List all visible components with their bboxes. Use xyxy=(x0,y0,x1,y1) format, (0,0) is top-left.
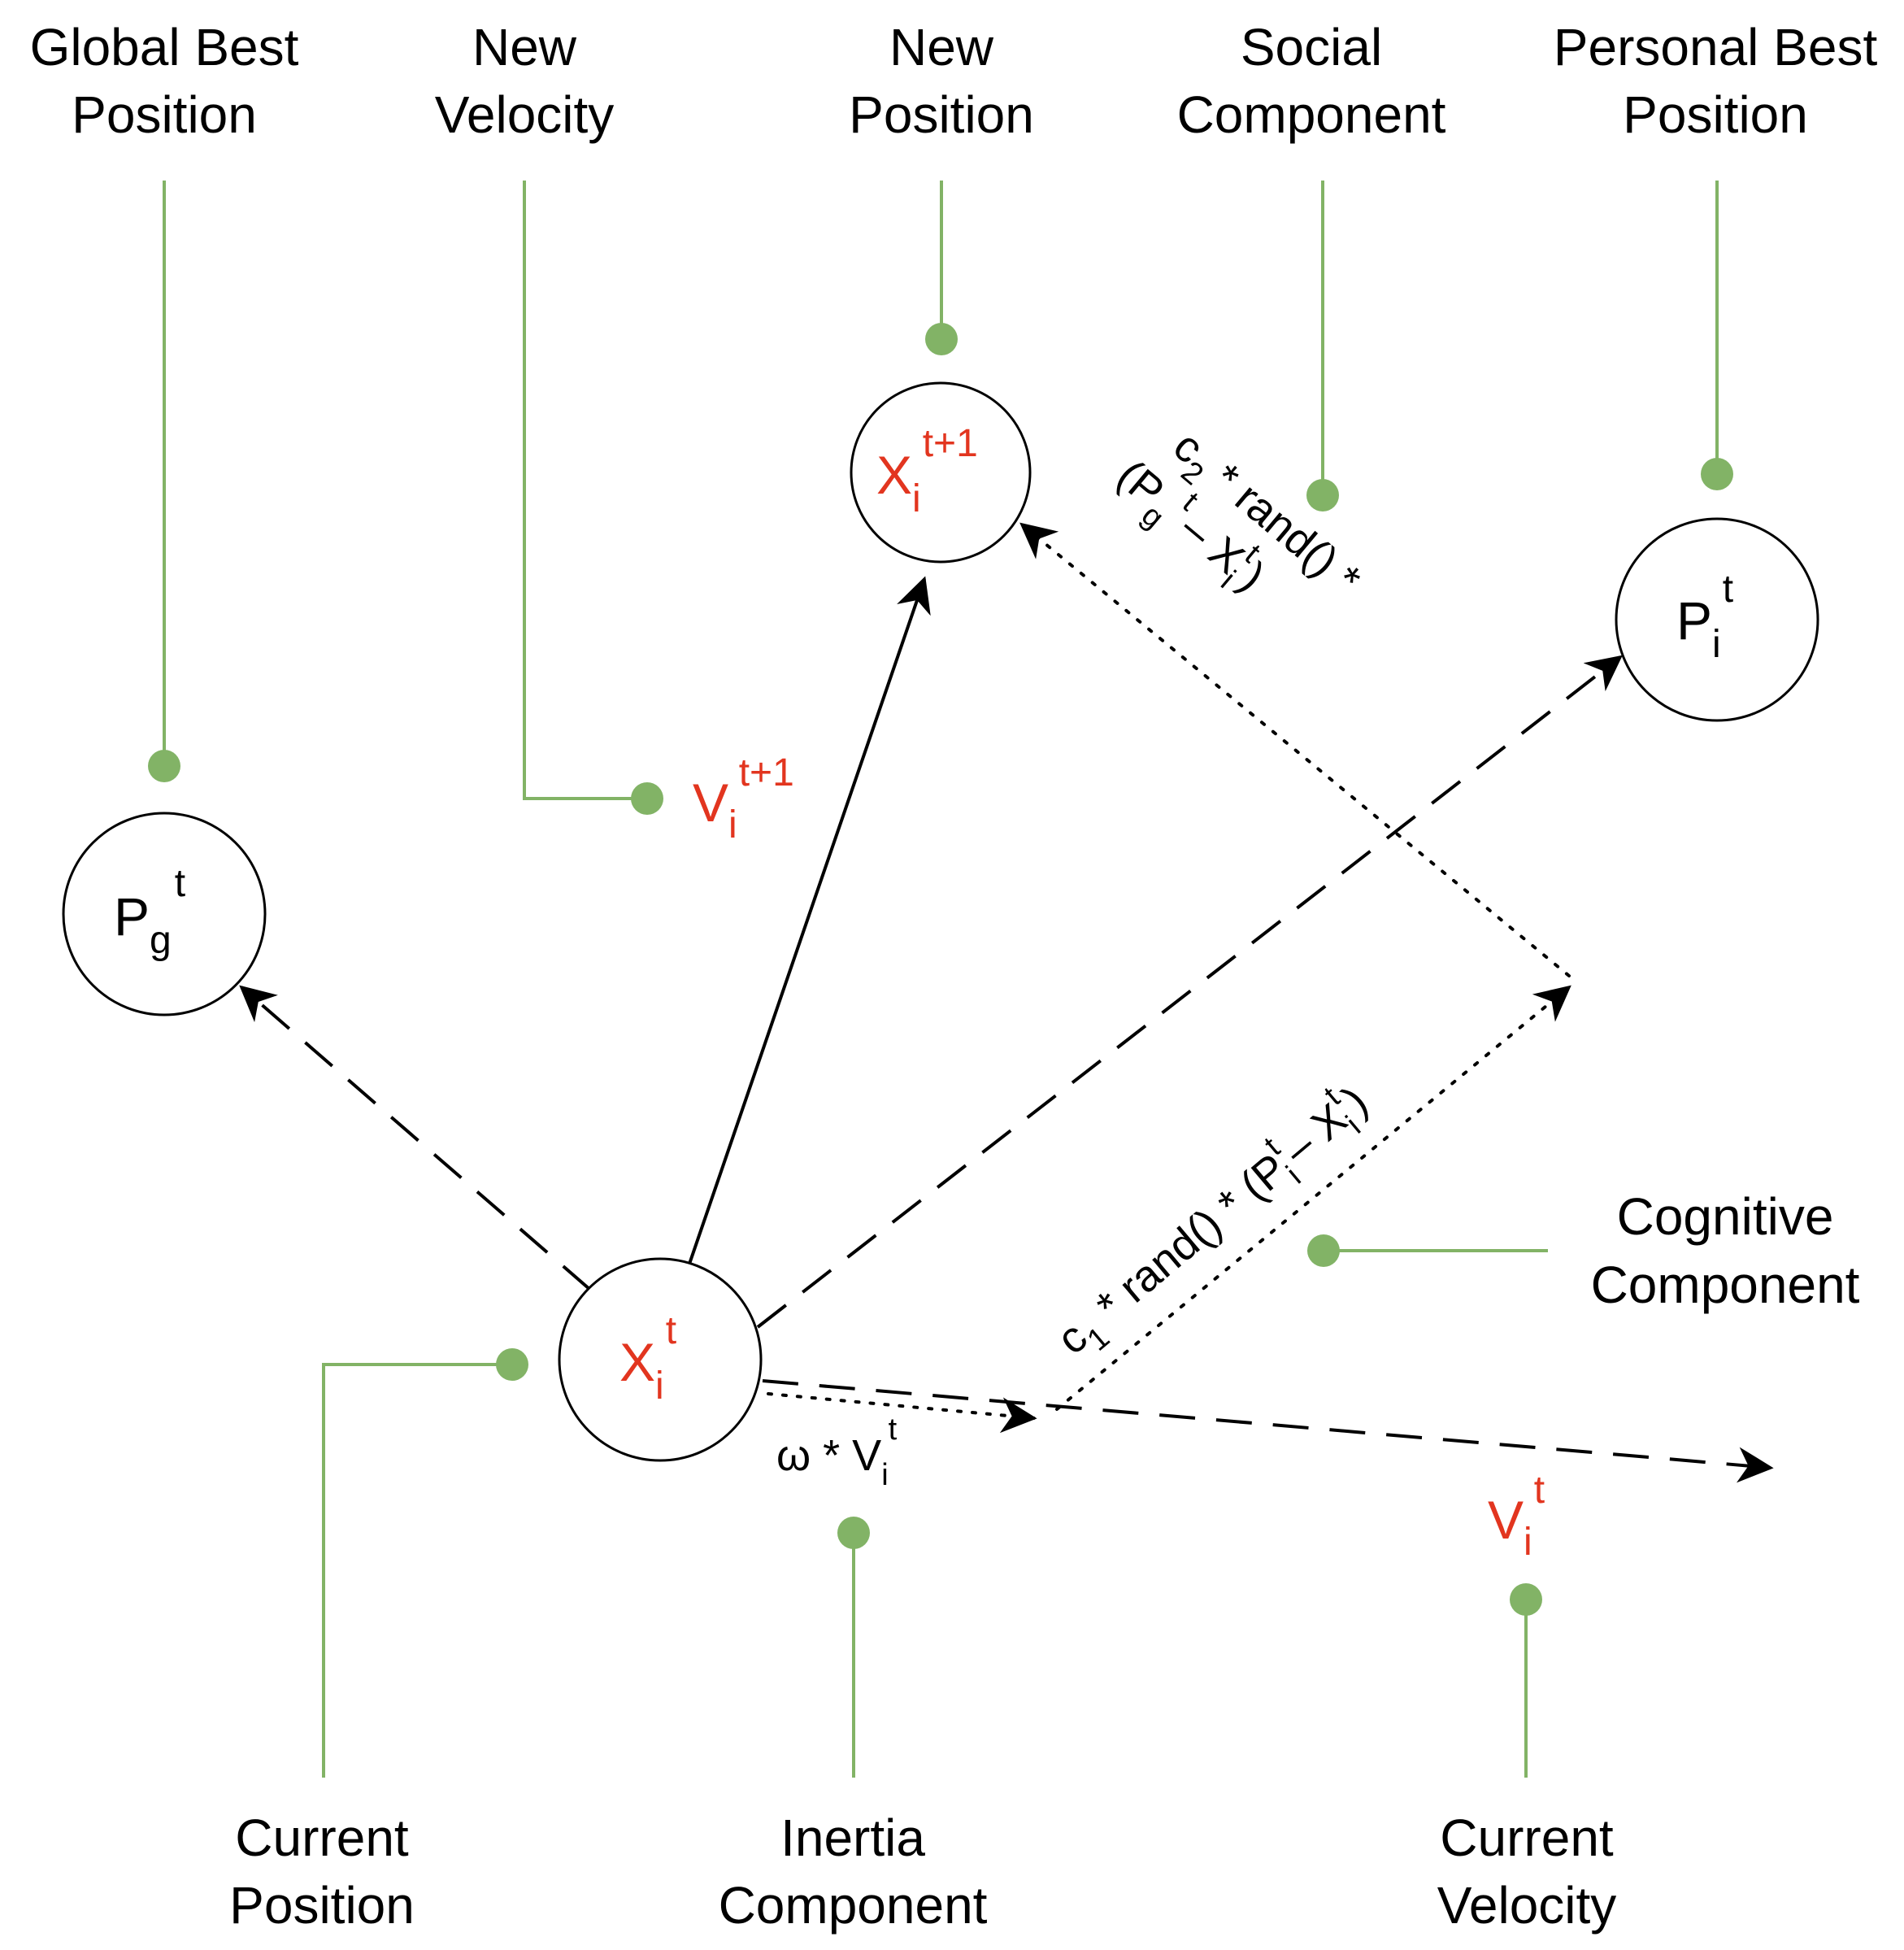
arrow-cognitive xyxy=(1055,985,1571,1411)
callout-current-velocity xyxy=(1510,1583,1542,1778)
vector-label-new-velocity: Vit+1 xyxy=(693,751,794,847)
node-personal-best-sup: t xyxy=(1723,568,1733,611)
label-new-velocity-line2: Velocity xyxy=(435,85,615,144)
node-new-position: Xit+1 xyxy=(850,381,1032,564)
arrow-to-personal-best xyxy=(756,655,1623,1329)
node-current-position-sub: i xyxy=(655,1365,664,1408)
arrow-current-velocity xyxy=(762,1379,1774,1483)
formula-inertia-main: ω * V xyxy=(776,1431,881,1480)
label-new-position-line1: New xyxy=(889,18,994,76)
callout-current-position xyxy=(322,1348,528,1778)
node-global-best: Pgt xyxy=(62,812,267,1016)
arrow-to-global-best xyxy=(239,985,592,1291)
formula-cognitive: c1 * rand() * (Pti– Xti) xyxy=(1041,1069,1384,1372)
svg-text:Xit+1: Xit+1 xyxy=(876,422,978,520)
callout-new-position xyxy=(925,181,958,355)
formula-inertia-sub: i xyxy=(881,1458,888,1492)
callout-inertia xyxy=(837,1517,870,1778)
node-personal-best-base: P xyxy=(1676,590,1712,651)
vector-new-velocity-base: V xyxy=(693,773,728,833)
label-personal-best-line1: Personal Best xyxy=(1554,18,1878,76)
label-current-position-line1: Current xyxy=(235,1809,409,1867)
formula-inertia: ω * Vit xyxy=(776,1412,898,1492)
node-global-best-sub: g xyxy=(150,919,172,962)
node-personal-best: Pit xyxy=(1615,517,1819,722)
svg-text:c1 * rand() * (Pti– Xti): c1 * rand() * (Pti– Xti) xyxy=(1041,1069,1384,1372)
label-social-line2: Component xyxy=(1177,85,1446,144)
arrow-inertia xyxy=(767,1392,1037,1434)
label-personal-best-line2: Position xyxy=(1623,85,1808,144)
label-global-best-line2: Position xyxy=(72,85,257,144)
vector-current-velocity-sup: t xyxy=(1534,1469,1545,1512)
label-inertia-line1: Inertia xyxy=(780,1809,925,1867)
node-current-position: Xit xyxy=(558,1257,763,1462)
svg-text:Pgt: Pgt xyxy=(114,862,185,962)
formula-cognitive-mid: * rand() * (P xyxy=(1078,1144,1296,1338)
node-global-best-sup: t xyxy=(175,862,185,905)
node-current-position-base: X xyxy=(619,1332,655,1392)
callout-personal-best xyxy=(1701,181,1733,490)
label-new-position-line2: Position xyxy=(849,85,1034,144)
node-current-position-sup: t xyxy=(666,1309,676,1352)
label-current-position-line2: Position xyxy=(229,1876,415,1935)
arrow-new-velocity xyxy=(686,576,931,1269)
svg-text:Pit: Pit xyxy=(1676,568,1733,666)
label-social-line1: Social xyxy=(1241,18,1382,76)
callout-cognitive xyxy=(1307,1234,1548,1267)
node-new-position-sup: t+1 xyxy=(923,422,978,465)
node-global-best-base: P xyxy=(114,886,150,947)
label-new-velocity-line1: New xyxy=(472,18,577,76)
label-inertia-line2: Component xyxy=(719,1876,988,1935)
vector-current-velocity-base: V xyxy=(1488,1490,1524,1550)
vector-label-current-velocity: Vit xyxy=(1488,1469,1545,1564)
arrow-social xyxy=(1019,522,1571,977)
vector-new-velocity-sup: t+1 xyxy=(739,751,794,794)
svg-text:Xit: Xit xyxy=(619,1309,676,1408)
node-new-position-sub: i xyxy=(912,477,921,520)
label-current-velocity-line2: Velocity xyxy=(1437,1876,1617,1935)
callout-global-best xyxy=(148,181,180,782)
vector-current-velocity-sub: i xyxy=(1524,1521,1532,1564)
callout-new-velocity xyxy=(523,181,663,815)
label-global-best-line1: Global Best xyxy=(30,18,299,76)
label-cognitive-line1: Cognitive xyxy=(1617,1187,1834,1246)
vector-new-velocity-sub: i xyxy=(728,803,737,847)
svg-text:c2 * rand() *: c2 * rand() * xyxy=(1158,421,1370,612)
node-new-position-base: X xyxy=(876,445,912,505)
node-personal-best-sub: i xyxy=(1712,623,1721,666)
formula-inertia-sup: t xyxy=(889,1412,898,1447)
callout-social xyxy=(1306,181,1339,511)
label-current-velocity-line1: Current xyxy=(1440,1809,1614,1867)
label-cognitive-line2: Component xyxy=(1591,1256,1860,1314)
